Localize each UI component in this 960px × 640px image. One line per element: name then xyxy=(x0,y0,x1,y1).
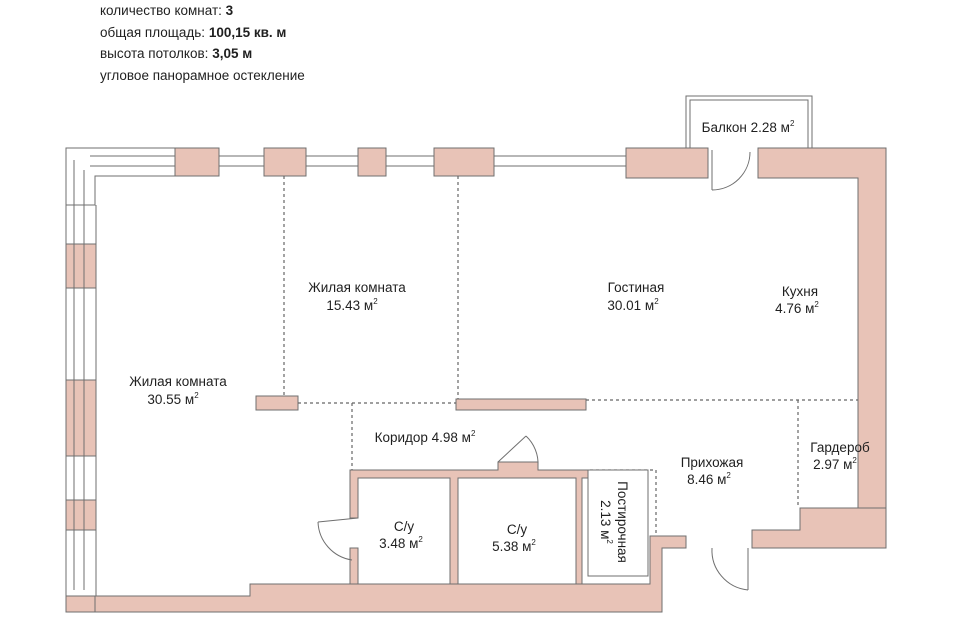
balcony-label: Балкон 2.28 м2 xyxy=(702,119,795,135)
lounge-name: Гостиная xyxy=(608,280,665,295)
laundry-area: 2.13 м2 xyxy=(598,500,614,544)
zone-borders xyxy=(283,176,858,576)
living1-area: 30.55 м2 xyxy=(147,391,199,407)
lounge-area: 30.01 м2 xyxy=(607,297,659,313)
kitchen-area: 4.76 м2 xyxy=(775,300,819,316)
bath2-area: 5.38 м2 xyxy=(492,538,536,554)
apartment-info: количество комнат: 3 общая площадь: 100,… xyxy=(100,0,305,86)
bath1-name: С/у xyxy=(394,519,415,534)
wardrobe-area: 2.97 м2 xyxy=(813,456,857,472)
window-glazing xyxy=(65,155,626,596)
living2-name: Жилая комната xyxy=(308,280,406,295)
wardrobe-name: Гардероб xyxy=(810,440,870,455)
doors xyxy=(317,150,751,591)
laundry-name: Постирочная xyxy=(615,481,630,563)
hall-area: 8.46 м2 xyxy=(687,471,731,487)
bath2-name: С/у xyxy=(507,522,528,537)
corridor-label: Коридор 4.98 м2 xyxy=(375,429,476,445)
walls xyxy=(65,147,887,613)
living2-area: 15.43 м2 xyxy=(326,297,378,313)
kitchen-name: Кухня xyxy=(782,284,818,299)
bath1-area: 3.48 м2 xyxy=(379,535,423,551)
laundry-area-group: 2.13 м2 xyxy=(598,500,614,544)
glazing-note: угловое панорамное остекление xyxy=(100,67,305,83)
living1-name: Жилая комната xyxy=(129,374,227,389)
hall-name: Прихожая xyxy=(681,455,744,470)
room-labels: Жилая комната 30.55 м2 Жилая комната 15.… xyxy=(129,119,870,563)
rooms-count: количество комнат: 3 xyxy=(100,3,234,18)
balcony xyxy=(685,95,813,148)
laundry-box xyxy=(587,469,649,577)
ceiling-height: высота потолков: 3,05 м xyxy=(100,46,253,61)
total-area: общая площадь: 100,15 кв. м xyxy=(100,24,287,40)
laundry-label-group: Постирочная xyxy=(615,481,630,563)
